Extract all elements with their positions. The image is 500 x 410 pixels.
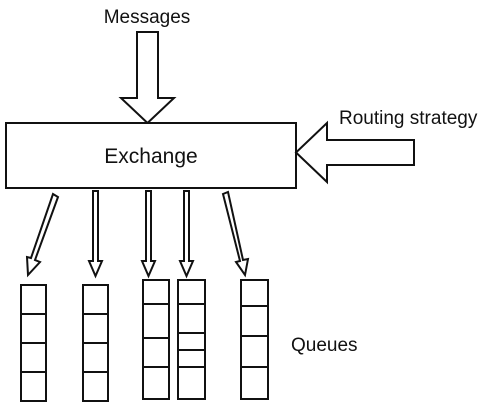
messages-label: Messages [104, 7, 191, 28]
queue-5 [240, 279, 269, 400]
queue-body [240, 279, 269, 400]
queue-3 [142, 279, 170, 400]
queue-arrow-3 [140, 190, 157, 279]
queue-arrow-5 [221, 190, 250, 278]
queues-label: Queues [291, 335, 358, 356]
exchange-label: Exchange [104, 145, 197, 168]
queue-body [177, 279, 206, 400]
messages-arrow [118, 31, 177, 125]
queue-1 [20, 284, 47, 402]
queue-4 [177, 279, 206, 400]
routing-arrow [294, 120, 415, 185]
queue-body [142, 279, 170, 400]
queue-arrow-2 [87, 190, 104, 279]
queue-2 [82, 284, 109, 402]
queue-arrow-4 [178, 190, 195, 279]
routing-strategy-label: Routing strategy [339, 108, 478, 129]
queue-arrows [25, 190, 250, 279]
queue-arrow-1 [25, 192, 60, 278]
exchange-box [5, 122, 297, 189]
